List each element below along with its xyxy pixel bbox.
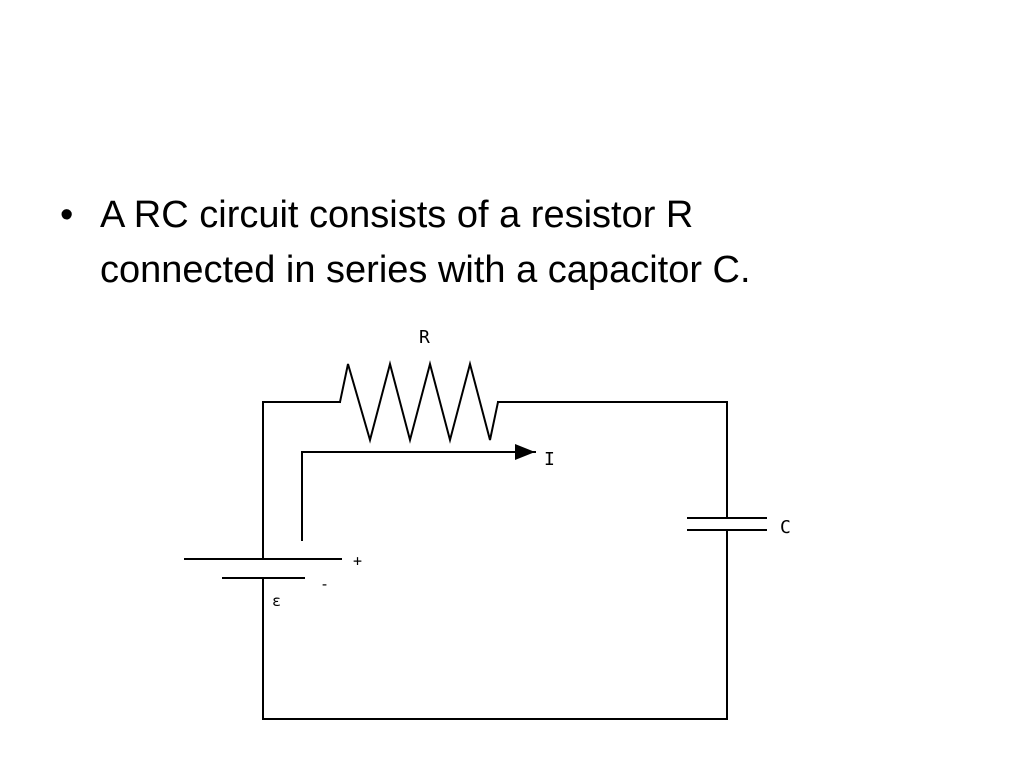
current-arrowhead <box>515 444 535 460</box>
bullet-marker: • <box>60 194 74 236</box>
current-label: I <box>544 449 555 470</box>
emf-label: ε <box>272 592 281 610</box>
top-right-wire <box>497 401 728 519</box>
top-left-wire <box>262 401 341 558</box>
slide-text: • A RC circuit consists of a resistor R … <box>60 188 960 298</box>
bullet-line-2: connected in series with a capacitor C. <box>100 249 751 291</box>
current-path-line <box>301 451 536 541</box>
resistor-label: R <box>419 327 430 348</box>
minus-label: - <box>320 575 329 593</box>
bullet-item: • A RC circuit consists of a resistor R … <box>60 188 960 298</box>
right-lower-wire <box>262 529 728 720</box>
bullet-text: A RC circuit consists of a resistor R co… <box>100 188 751 298</box>
capacitor-label: C <box>780 517 791 538</box>
resistor-zigzag <box>338 360 500 444</box>
bullet-line-1: A RC circuit consists of a resistor R <box>100 194 694 236</box>
plus-label: + <box>353 552 362 570</box>
